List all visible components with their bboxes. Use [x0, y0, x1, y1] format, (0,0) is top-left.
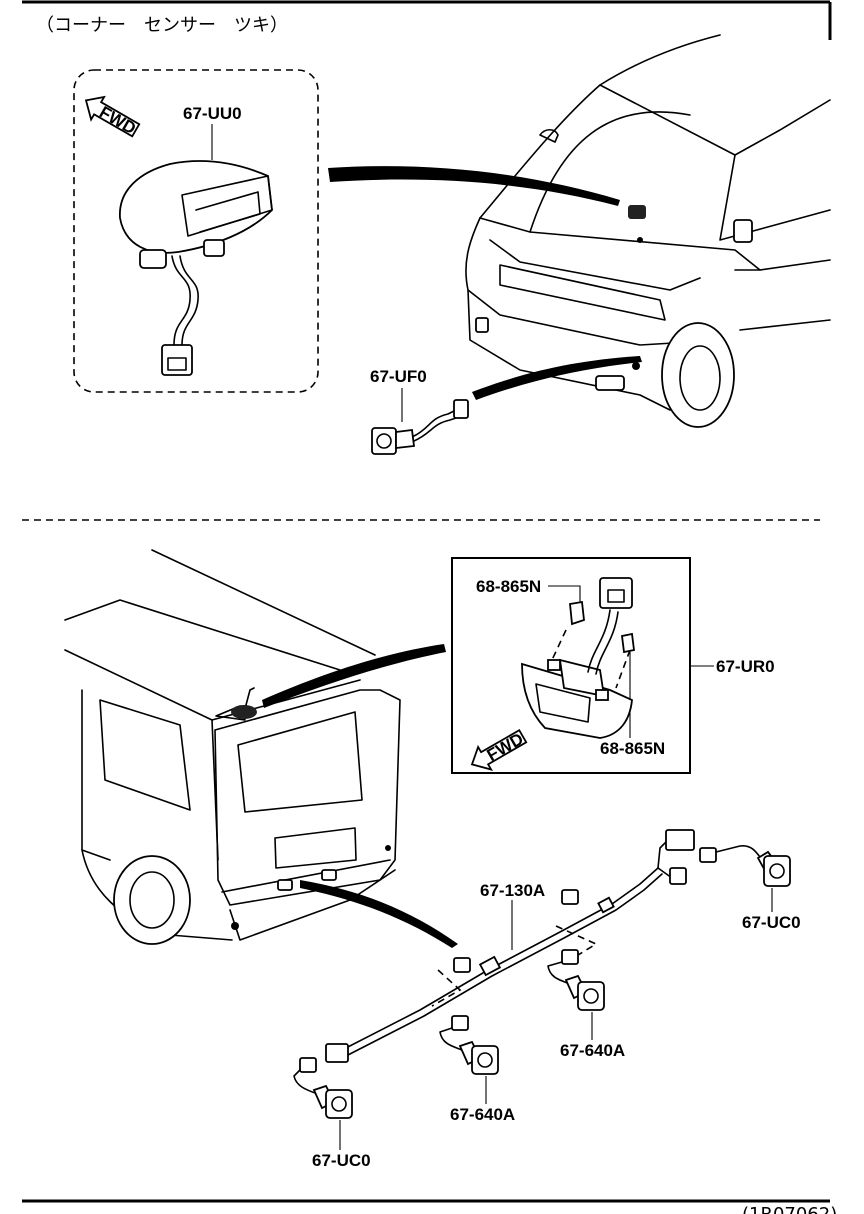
center-sensor-right-part — [547, 949, 605, 1011]
leader-68-865N-upper — [548, 585, 581, 604]
label-67-UR0: 67-UR0 — [716, 657, 775, 676]
pointer-wedge-rear-upper — [262, 644, 446, 708]
rear-corner-sensor-left-part — [293, 1057, 353, 1119]
pointer-wedge-top — [328, 166, 620, 206]
pointer-wedge-rear-lower — [300, 880, 458, 948]
label-67-UC0-right: 67-UC0 — [742, 913, 801, 932]
label-67-UC0-left: 67-UC0 — [312, 1151, 371, 1170]
svg-text:FWD: FWD — [484, 729, 527, 765]
fwd-arrow-rear: FWD — [470, 728, 528, 771]
label-67-640A-left: 67-640A — [450, 1105, 515, 1124]
rear-corner-sensor-right-part — [699, 845, 791, 887]
center-sensor-left-part — [439, 1015, 499, 1075]
diagram-title: （コーナー センサー ツキ） — [36, 15, 288, 36]
fwd-arrow-top: FWD — [84, 95, 141, 138]
label-68-865N-upper: 68-865N — [476, 577, 541, 596]
rear-harness-part — [325, 829, 695, 1063]
front-sensor-top-part — [119, 160, 273, 376]
label-67-UU0: 67-UU0 — [183, 104, 242, 123]
front-vehicle-outline — [465, 34, 831, 428]
label-67-640A-right: 67-640A — [560, 1041, 625, 1060]
rear-vehicle-outline — [64, 549, 401, 945]
rear-sensor-module-part — [521, 577, 635, 739]
pointer-wedge-bumper — [472, 356, 642, 400]
front-sensor-detail-frame — [73, 69, 319, 393]
front-bumper-sensor-part — [371, 399, 469, 455]
svg-text:FWD: FWD — [96, 102, 139, 138]
label-67-130A: 67-130A — [480, 881, 545, 900]
footer-code: (1R07062) — [742, 1204, 837, 1214]
label-67-UF0: 67-UF0 — [370, 367, 427, 386]
label-68-865N-lower: 68-865N — [600, 739, 665, 758]
